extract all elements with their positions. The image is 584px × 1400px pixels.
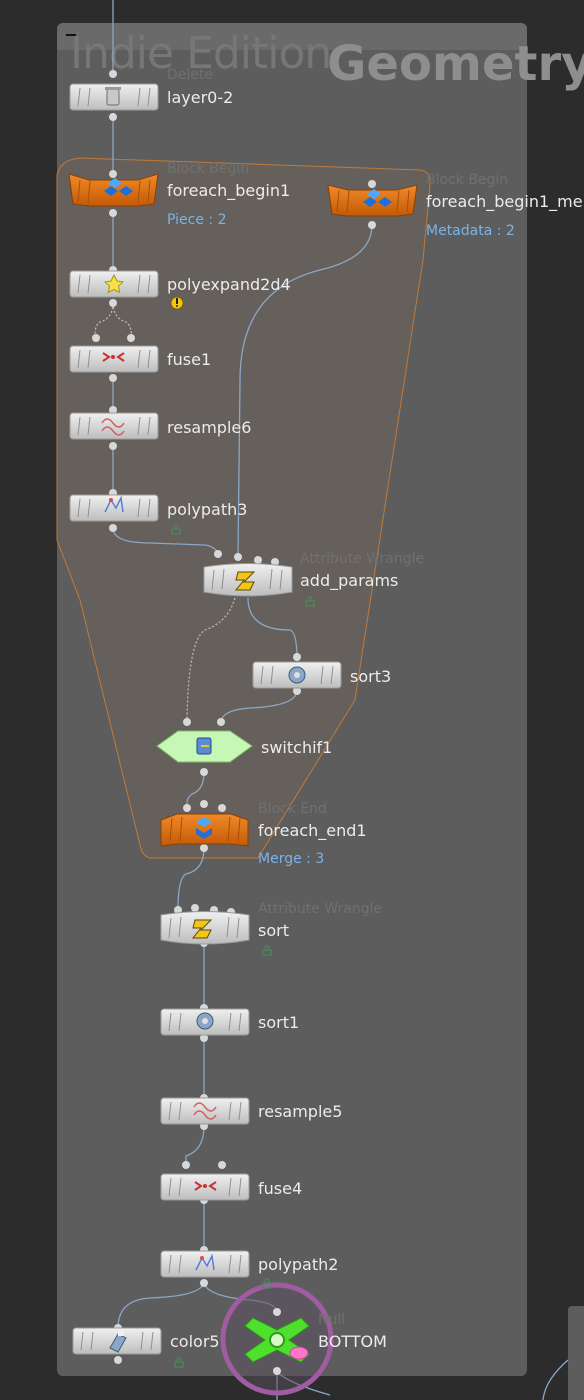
node-name-fuse4[interactable]: fuse4 xyxy=(258,1179,303,1198)
node-name-sort1[interactable]: sort1 xyxy=(258,1013,300,1032)
node-name-foreach_begin1[interactable]: foreach_begin1 xyxy=(167,181,291,200)
wave-icon xyxy=(101,418,125,436)
node-name-color5[interactable]: color5 xyxy=(170,1332,220,1351)
gear-icon xyxy=(288,666,306,684)
node-add_params-shape[interactable] xyxy=(203,563,293,597)
lock-icon xyxy=(262,1278,272,1289)
node-name-sort3[interactable]: sort3 xyxy=(350,667,392,686)
polypath-icon xyxy=(104,495,124,513)
block-node-stripes xyxy=(77,179,410,843)
color-icon xyxy=(109,1330,127,1353)
node-type-label: Block End xyxy=(258,801,327,817)
context-watermark: Geometry xyxy=(327,36,584,92)
node-name-polyexpand2d4[interactable]: polyexpand2d4 xyxy=(167,275,291,294)
node-name-layer0-2[interactable]: layer0-2 xyxy=(167,88,234,107)
node-polypath3-shape[interactable] xyxy=(69,494,159,522)
node-name-fuse1[interactable]: fuse1 xyxy=(167,350,212,369)
star-icon xyxy=(103,273,125,294)
switch-icon xyxy=(196,737,212,755)
node-name-switchif1[interactable]: switchif1 xyxy=(261,738,333,757)
node-sort-shape[interactable] xyxy=(160,911,250,945)
fuse-icon xyxy=(102,352,125,362)
node-type-label: Attribute Wrangle xyxy=(300,551,425,567)
fuse-icon xyxy=(194,1181,217,1191)
node-type-label: Block Begin xyxy=(426,172,509,188)
node-foreach_end1-shape[interactable] xyxy=(160,813,249,847)
polypath-icon xyxy=(195,1253,215,1271)
collapse-network-box-button[interactable] xyxy=(64,28,78,42)
node-bottom-shape[interactable] xyxy=(244,1317,310,1363)
wires xyxy=(94,0,569,1400)
node-name-sort[interactable]: sort xyxy=(258,921,289,940)
node-fuse1-shape[interactable] xyxy=(69,345,159,373)
node-name-foreach_end1[interactable]: foreach_end1 xyxy=(258,821,367,840)
trash-icon xyxy=(105,87,121,106)
node-grip-lines xyxy=(77,87,334,1351)
node-resample5-shape[interactable] xyxy=(160,1097,250,1125)
lock-icon xyxy=(174,1357,184,1368)
lock-icon xyxy=(305,596,315,607)
wrangle-icon xyxy=(234,571,256,591)
node-type-label: Attribute Wrangle xyxy=(258,901,383,917)
gear-icon xyxy=(196,1012,214,1030)
block-begin-icon xyxy=(104,178,133,196)
node-name-resample6[interactable]: resample6 xyxy=(167,418,252,437)
node-name-polypath3[interactable]: polypath3 xyxy=(167,500,248,519)
adjacent-network-box[interactable] xyxy=(568,1306,584,1400)
wrangle-icon xyxy=(191,919,213,939)
node-name-foreach_begin1_metadata[interactable]: foreach_begin1_me xyxy=(426,192,583,211)
node-type-label: Null xyxy=(318,1312,346,1328)
node-type-label: Delete xyxy=(167,67,213,83)
block-begin-icon xyxy=(363,189,392,207)
node-name-bottom[interactable]: BOTTOM xyxy=(318,1332,387,1351)
node-name-resample5[interactable]: resample5 xyxy=(258,1102,343,1121)
node-info-piece: Piece : 2 xyxy=(167,212,227,228)
block-end-icon xyxy=(196,817,212,839)
node-info-merge: Merge : 3 xyxy=(258,851,325,867)
node-name-add_params[interactable]: add_params xyxy=(300,571,399,590)
lock-icon xyxy=(171,524,181,535)
warning-icon xyxy=(170,296,184,310)
network-box-header[interactable] xyxy=(57,23,527,50)
node-info-metadata: Metadata : 2 xyxy=(426,223,515,239)
lock-icon xyxy=(262,945,272,956)
node-resample6-shape[interactable] xyxy=(69,412,159,440)
node-type-label: Block Begin xyxy=(167,161,250,177)
wave-icon xyxy=(193,1102,217,1120)
node-name-polypath2[interactable]: polypath2 xyxy=(258,1255,339,1274)
